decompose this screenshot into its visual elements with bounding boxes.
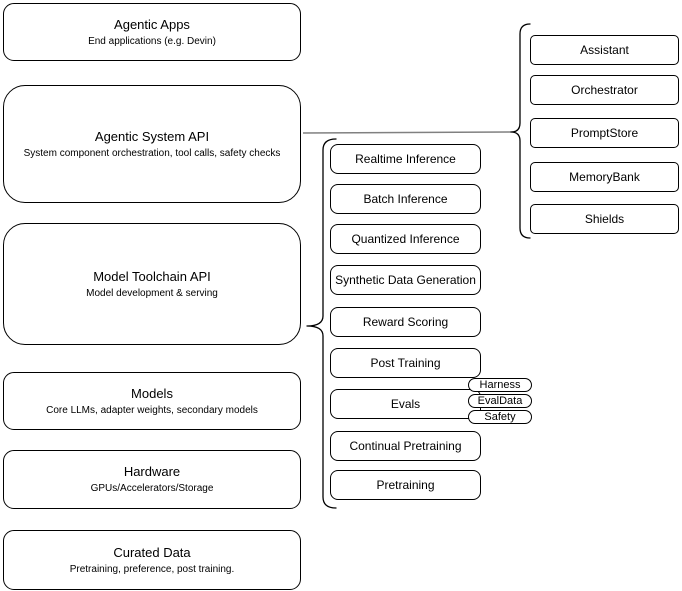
node-title: Model Toolchain API	[93, 268, 211, 284]
node-model-toolchain-api: Model Toolchain API Model development & …	[3, 223, 301, 345]
node-curated-data: Curated Data Pretraining, preference, po…	[3, 530, 301, 590]
node-pretraining: Pretraining	[330, 470, 481, 500]
node-title: Hardware	[123, 464, 181, 479]
node-subtitle: GPUs/Accelerators/Storage	[90, 483, 214, 494]
node-subtitle: Core LLMs, adapter weights, secondary mo…	[46, 404, 258, 416]
node-title: Curated Data	[113, 544, 191, 560]
tag-harness: Harness	[468, 378, 532, 392]
node-subtitle: End applications (e.g. Devin)	[88, 35, 216, 47]
node-shields: Shields	[530, 204, 679, 234]
tag-label: EvalData	[477, 395, 523, 407]
tag-safety: Safety	[468, 410, 532, 424]
api-connector-line	[302, 131, 512, 134]
node-title: Models	[131, 385, 173, 401]
node-label: Reward Scoring	[362, 315, 449, 329]
node-label: MemoryBank	[569, 170, 640, 184]
node-agentic-system-api: Agentic System API System component orch…	[3, 85, 301, 203]
node-hardware: Hardware GPUs/Accelerators/Storage	[3, 450, 301, 509]
node-models: Models Core LLMs, adapter weights, secon…	[3, 372, 301, 430]
tag-evaldata: EvalData	[468, 394, 532, 408]
node-label: Continual Pretraining	[349, 439, 462, 453]
node-synthetic-data-generation: Synthetic Data Generation	[330, 265, 481, 295]
node-title: Agentic Apps	[114, 16, 190, 32]
node-realtime-inference: Realtime Inference	[330, 144, 481, 174]
tag-label: Safety	[484, 411, 516, 423]
node-post-training: Post Training	[330, 348, 481, 378]
node-reward-scoring: Reward Scoring	[330, 307, 481, 337]
node-agentic-apps: Agentic Apps End applications (e.g. Devi…	[3, 3, 301, 61]
node-label: Synthetic Data Generation	[335, 273, 476, 287]
node-orchestrator: Orchestrator	[530, 75, 679, 105]
node-evals: Evals	[330, 389, 481, 419]
system-brace	[510, 23, 531, 239]
node-subtitle: System component orchestration, tool cal…	[23, 147, 281, 159]
node-label: Pretraining	[376, 478, 435, 492]
node-continual-pretraining: Continual Pretraining	[330, 431, 481, 461]
tag-label: Harness	[479, 379, 521, 391]
toolchain-brace	[306, 138, 337, 509]
node-promptstore: PromptStore	[530, 118, 679, 148]
node-title: Agentic System API	[94, 128, 210, 144]
node-label: Post Training	[370, 356, 441, 370]
node-label: Quantized Inference	[351, 232, 460, 246]
node-quantized-inference: Quantized Inference	[330, 224, 481, 254]
node-label: Orchestrator	[571, 83, 638, 97]
node-memorybank: MemoryBank	[530, 162, 679, 192]
node-batch-inference: Batch Inference	[330, 184, 481, 214]
node-label: Batch Inference	[363, 192, 448, 206]
node-label: Assistant	[580, 43, 629, 57]
node-subtitle: Pretraining, preference, post training.	[69, 563, 235, 575]
node-label: Evals	[390, 397, 421, 411]
node-label: Shields	[584, 212, 625, 226]
node-label: PromptStore	[570, 126, 639, 140]
node-subtitle: Model development & serving	[86, 287, 218, 299]
node-assistant: Assistant	[530, 35, 679, 65]
node-label: Realtime Inference	[355, 152, 456, 166]
